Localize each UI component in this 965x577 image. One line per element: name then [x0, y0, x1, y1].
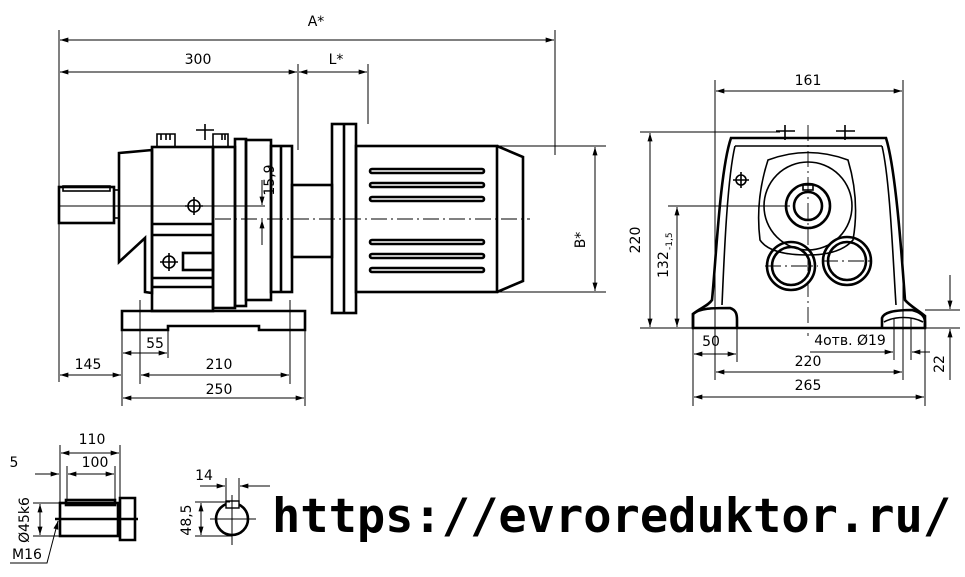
dim-A: A*	[308, 14, 325, 30]
dim-250: 250	[206, 382, 233, 398]
top-bolt-icon	[196, 124, 214, 140]
dim-22: 22	[932, 355, 948, 373]
dimensions-front: 161 220 132 -1,5 50 220 265 4отв. Ø19	[628, 73, 960, 406]
base-plate	[120, 309, 307, 332]
shaft-diameter: Ø45k6	[17, 497, 33, 543]
dim-161: 161	[795, 73, 822, 89]
output-shaft	[57, 185, 120, 225]
front-housing	[691, 136, 927, 330]
dim-220-height: 220	[628, 227, 644, 254]
crosshair-icon	[160, 253, 178, 271]
dimensions-side: A* 300 L* B* 15,9 55 145 210 250	[58, 14, 606, 406]
dim-265: 265	[795, 378, 822, 394]
crosshair-icon	[733, 172, 749, 188]
dim-48-5: 48,5	[179, 504, 195, 535]
top-bolt-icon	[836, 125, 855, 140]
dim-L: L*	[329, 52, 344, 68]
holes-label: 4отв. Ø19	[814, 333, 886, 349]
dim-100: 100	[82, 455, 109, 471]
dim-300: 300	[185, 52, 212, 68]
cooling-fins	[368, 167, 486, 274]
dim-14: 14	[195, 468, 213, 484]
dim-132-tolerance: -1,5	[665, 232, 675, 250]
top-bolt-icon	[776, 125, 795, 140]
front-view: 161 220 132 -1,5 50 220 265 4отв. Ø19	[628, 73, 960, 406]
gearbox-housing	[117, 133, 334, 313]
dim-50: 50	[702, 334, 720, 350]
dim-220-width: 220	[795, 354, 822, 370]
dim-132: 132	[656, 251, 672, 278]
dim-145: 145	[75, 357, 102, 373]
dim-5: 5	[10, 455, 19, 471]
dim-55: 55	[146, 336, 164, 352]
website-url[interactable]: https://evroreduktor.ru/	[272, 489, 951, 544]
dim-15-9: 15,9	[262, 164, 278, 195]
shaft-detail: 110 100 5 Ø45k6 M16	[10, 432, 138, 564]
thread-label: M16	[12, 547, 42, 563]
key-section: 14 48,5	[179, 468, 270, 545]
side-view: A* 300 L* B* 15,9 55 145 210 250	[57, 14, 606, 406]
dim-B: B*	[573, 232, 589, 249]
dim-210: 210	[206, 357, 233, 373]
dim-110: 110	[79, 432, 106, 448]
motor	[330, 122, 525, 315]
